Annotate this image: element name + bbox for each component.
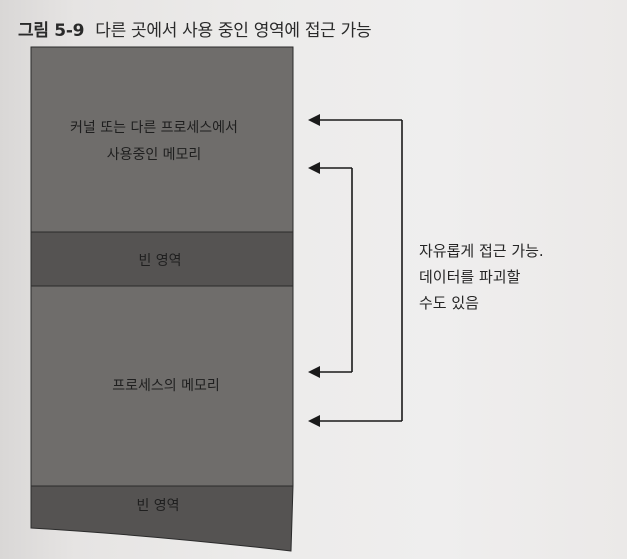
access-note-line2: 데이터를 파괴할 (419, 268, 521, 286)
memory-block-label-free-bottom: 빈 영역 (136, 498, 179, 514)
figure-caption: 그림 5-9 다른 곳에서 사용 중인 영역에 접근 가능 (18, 16, 372, 41)
figure-number: 그림 5-9 (18, 21, 85, 41)
memory-block-label-used-line2: 사용중인 메모리 (107, 147, 202, 163)
figure-title: 다른 곳에서 사용 중인 영역에 접근 가능 (95, 21, 372, 41)
access-note: 자유롭게 접근 가능. 데이터를 파괴할 수도 있음 (419, 238, 544, 316)
memory-block-free-bottom (30, 485, 294, 552)
access-note-line3: 수도 있음 (419, 294, 479, 312)
memory-block-label-used-line1: 커널 또는 다른 프로세스에서 (70, 120, 238, 136)
memory-block-label-free-top: 빈 영역 (138, 253, 181, 269)
access-note-line1: 자유롭게 접근 가능. (419, 242, 544, 260)
memory-block-label-process: 프로세스의 메모리 (112, 378, 220, 394)
memory-block-used-by-others (30, 46, 294, 233)
